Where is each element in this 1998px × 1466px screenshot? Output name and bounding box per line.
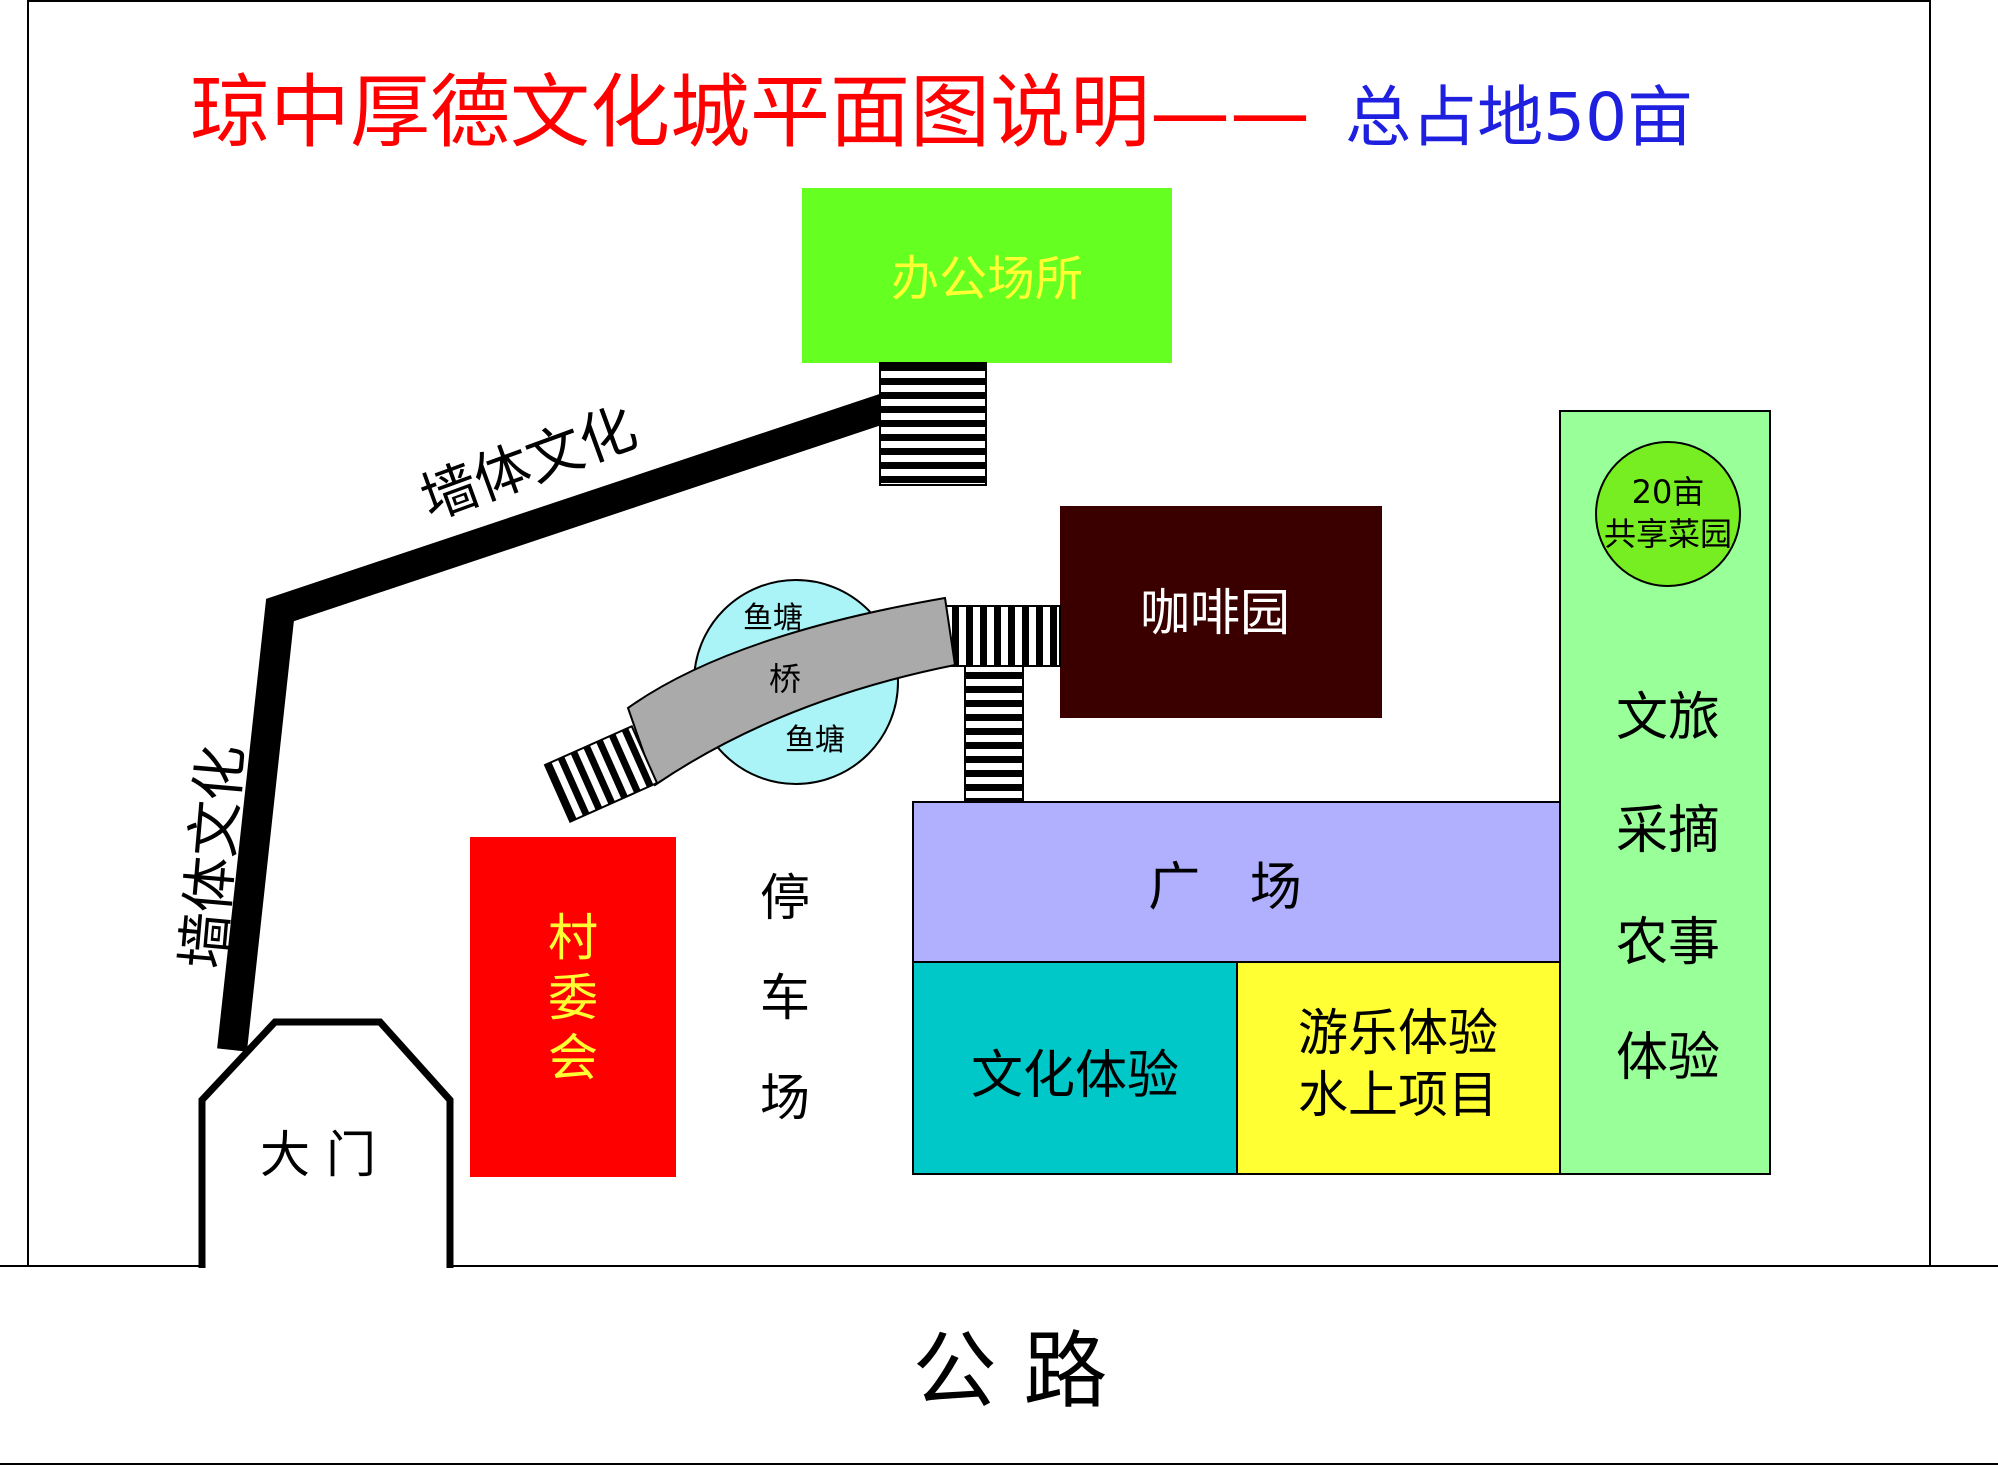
- farm-label-4: 体验: [1616, 1028, 1720, 1088]
- bridge-label: 桥: [769, 660, 801, 698]
- farm-label-3: 农事: [1616, 913, 1720, 973]
- farm-label-2: 采摘: [1616, 801, 1720, 861]
- village-label-3: 会: [548, 1029, 598, 1087]
- cafe-label: 咖啡园: [1140, 584, 1290, 642]
- crosswalk-bridge: [543, 725, 659, 823]
- parking-label-2: 车: [760, 969, 810, 1027]
- parking-label-1: 停: [760, 869, 810, 927]
- garden-label-2: 共享菜园: [1604, 515, 1732, 553]
- cafe-building: [1060, 506, 1382, 718]
- crosswalk-cafe-horizontal: [944, 605, 1061, 667]
- culture-label: 文化体验: [971, 1046, 1179, 1106]
- main-gate: [198, 1018, 454, 1268]
- wall-culture-path: [217, 393, 890, 1052]
- bridge: [626, 596, 957, 787]
- village-label-2: 委: [548, 969, 598, 1027]
- pond-label-bottom: 鱼塘: [785, 723, 845, 758]
- site-boundary: [27, 0, 1931, 1266]
- fun-water-area: [1236, 961, 1561, 1175]
- fun-label-1: 游乐体验: [1298, 1004, 1498, 1062]
- title-main: 琼中厚德文化城平面图说明——: [190, 66, 1310, 159]
- shared-garden-circle: [1595, 441, 1741, 587]
- office-building: [802, 188, 1172, 363]
- plaza-label: 广 场: [1148, 858, 1302, 918]
- village-label-1: 村: [548, 909, 598, 967]
- garden-label-1: 20亩: [1632, 473, 1705, 511]
- crosswalk-cafe-vertical: [964, 665, 1024, 803]
- culture-experience-area: [912, 961, 1238, 1175]
- farm-label-1: 文旅: [1616, 688, 1720, 748]
- pond-label-top: 鱼塘: [743, 601, 803, 636]
- fun-label-2: 水上项目: [1298, 1066, 1498, 1124]
- village-committee-building: [470, 837, 676, 1177]
- title-sub: 总占地50亩: [1345, 79, 1693, 156]
- parking-label-3: 场: [760, 1069, 810, 1127]
- road-label: 公 路: [913, 1322, 1108, 1420]
- office-label: 办公场所: [891, 251, 1083, 307]
- page-title: 琼中厚德文化城平面图说明—— 总占地50亩: [190, 66, 1693, 159]
- gate-label: 大 门: [260, 1126, 376, 1184]
- crosswalk-office: [879, 362, 987, 486]
